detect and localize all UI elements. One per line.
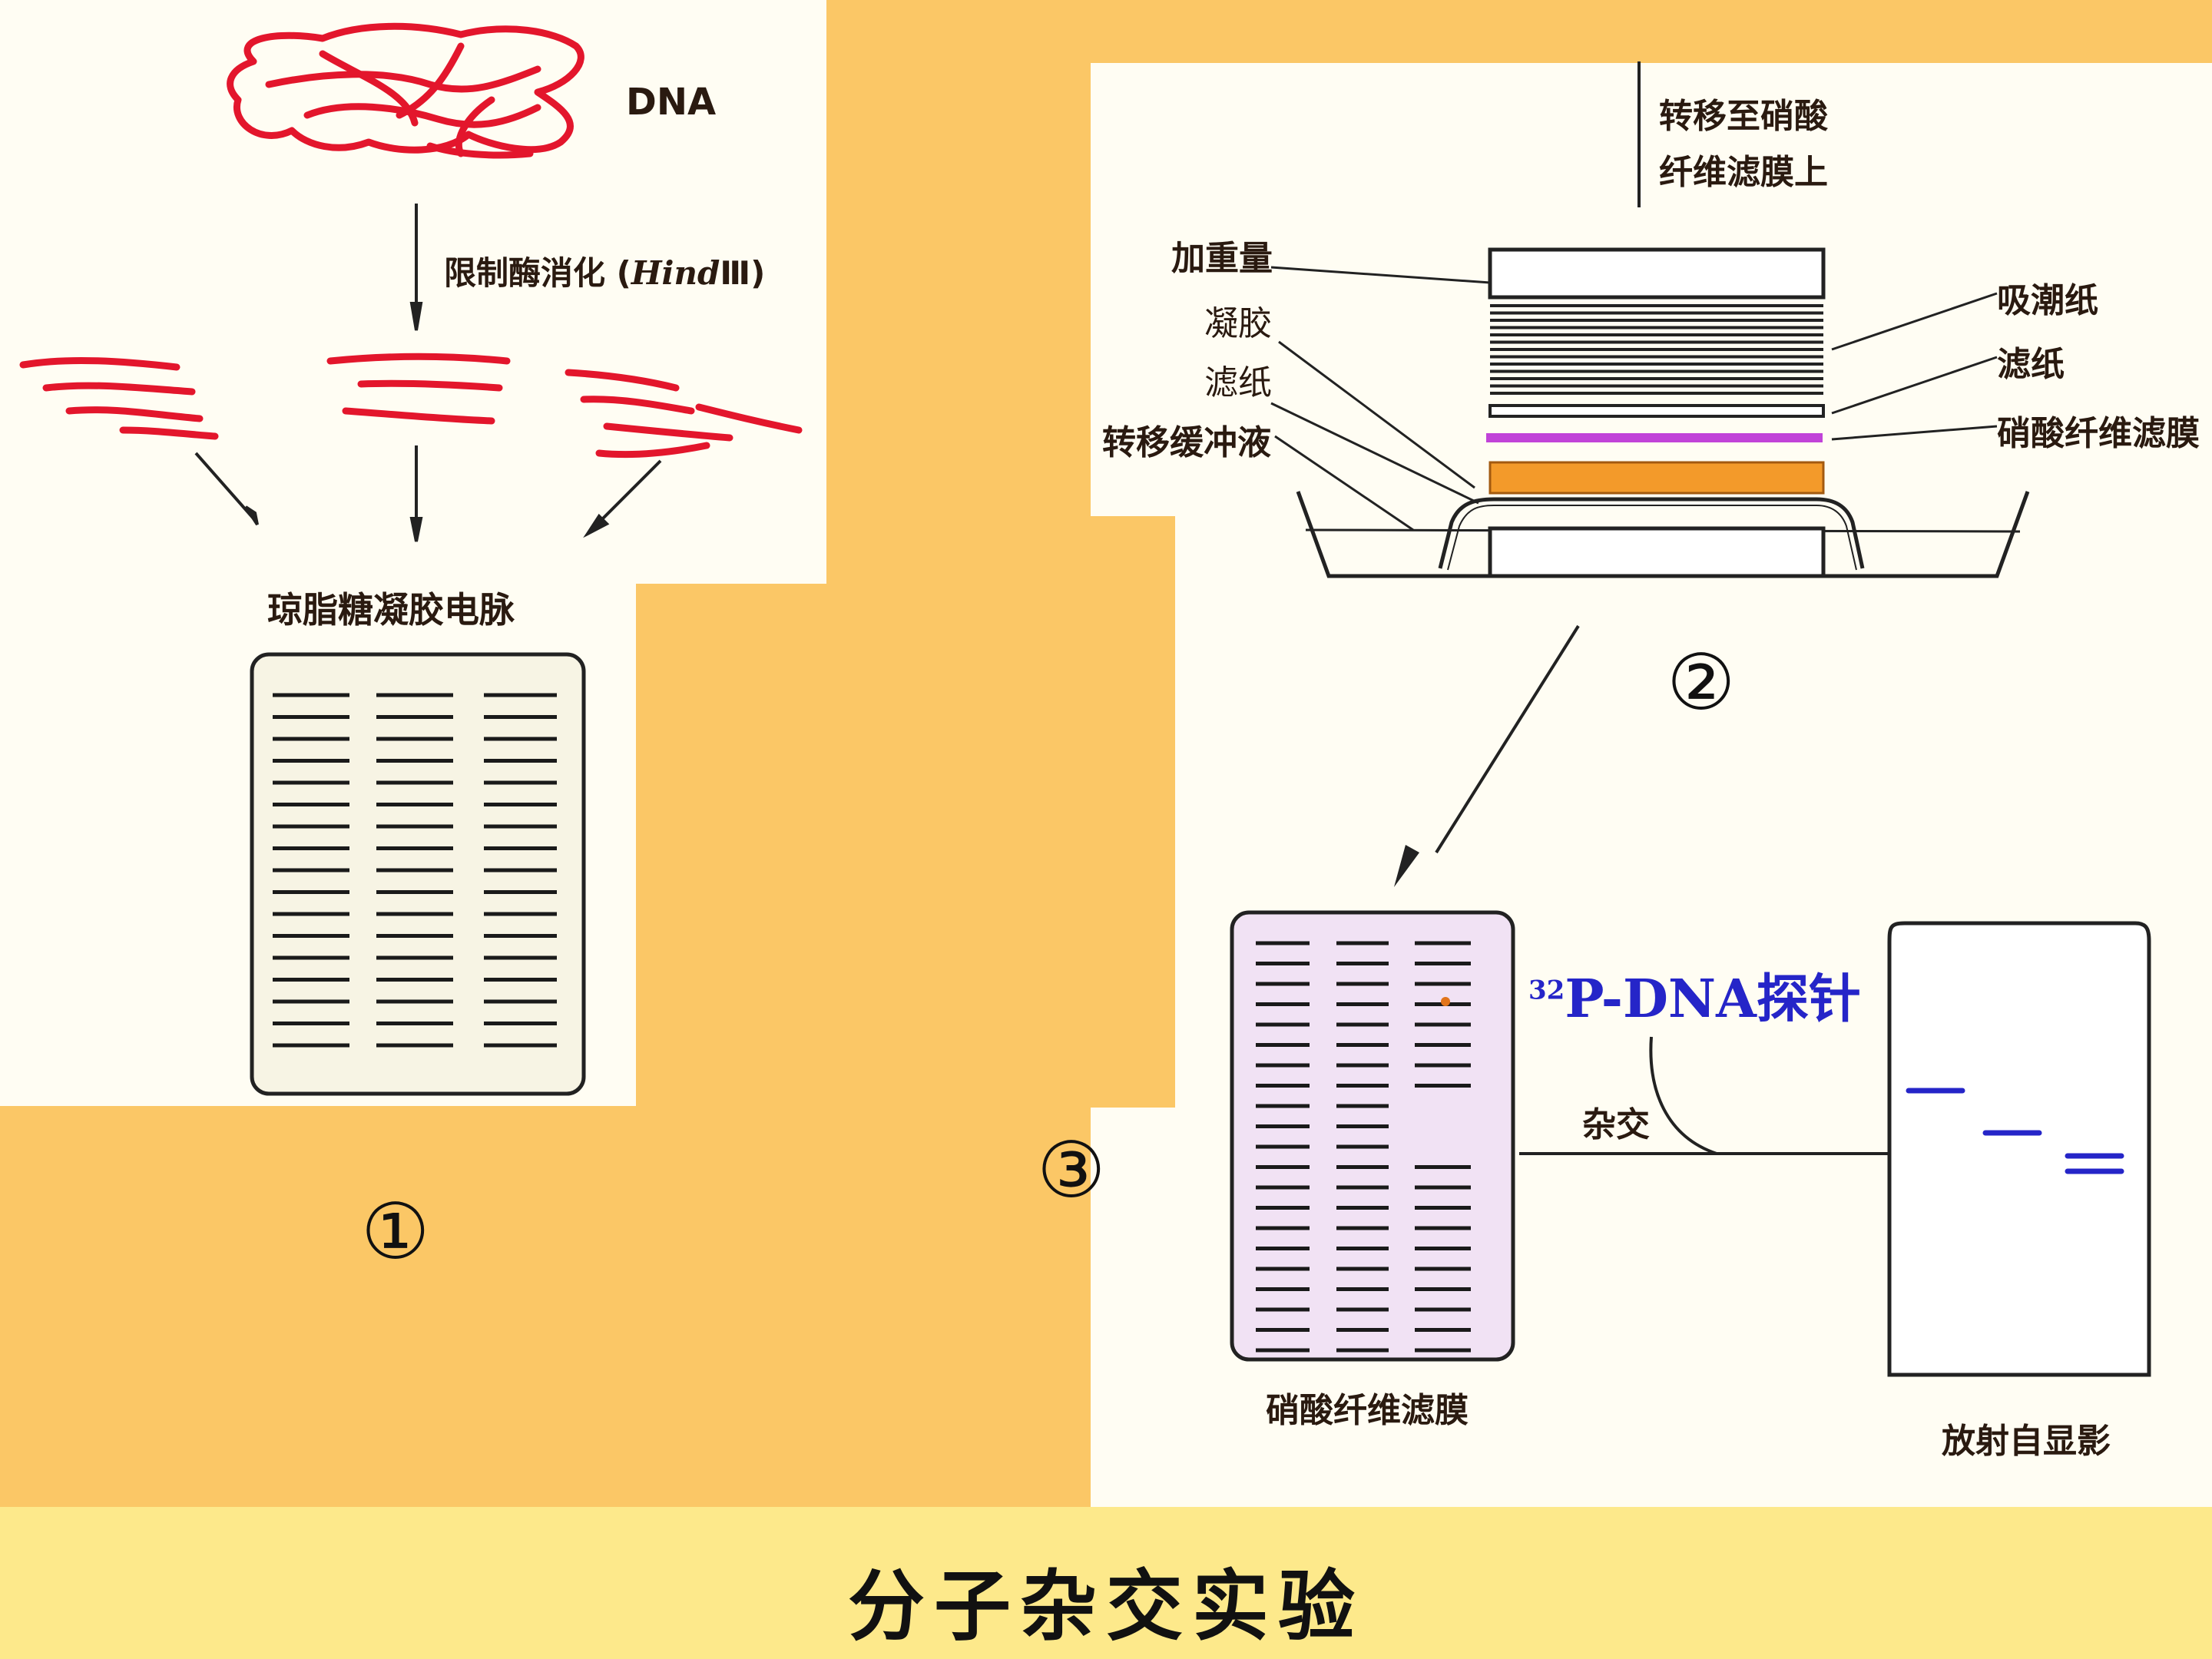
autorad-bands (1906, 1088, 2124, 1174)
paper-towels-label: 吸潮纸 (1997, 281, 2098, 320)
weight-label: 加重量 (1171, 239, 1273, 278)
title-bar (0, 1507, 2212, 1659)
filter-label-left: 滤纸 (1204, 363, 1272, 402)
leader-lines-right (1831, 292, 1998, 441)
hybridize-label: 杂交 (1582, 1105, 1650, 1144)
transfer-label-line1: 转移至硝酸 (1659, 97, 1828, 136)
agarose-gel-label: 琼脂糖凝胶电脉 (267, 589, 515, 631)
transfer-label-line2: 纤维滤膜上 (1659, 153, 1828, 192)
gel-plate (250, 652, 586, 1096)
digest-label: 限制酶消化 (HindⅢ) (444, 247, 765, 294)
step2-graphics (1270, 61, 2030, 854)
digest-label-prefix: 限制酶消化 ( (444, 254, 631, 292)
left-panel-top (0, 0, 826, 584)
filter-paper-top (1488, 404, 1825, 418)
wick-paper (1438, 497, 1865, 569)
nitrocellulose-membrane-blot (1230, 910, 1515, 1362)
step2-number: ② (1667, 637, 1736, 727)
gel-label: 凝胶 (1204, 304, 1272, 343)
dna-fragments (19, 353, 803, 459)
step1-graphics (19, 22, 803, 1096)
step3-number: ③ (1037, 1125, 1106, 1215)
page-title: 分子杂交实验 (848, 1561, 1364, 1651)
digest-enzyme: Hind (631, 254, 720, 292)
arrows-to-gel (194, 445, 662, 542)
membrane-label-step2: 硝酸纤维滤膜 (1997, 414, 2200, 453)
membrane-spot (1441, 997, 1450, 1006)
digest-label-suffix: ) (750, 254, 766, 292)
step3-graphics (1230, 910, 2151, 1377)
gel-slab (1488, 461, 1825, 495)
arrow-to-membrane (1435, 624, 1580, 854)
dna-tangle (227, 22, 584, 159)
support-block (1488, 526, 1826, 578)
probe-label-sup: 32 (1528, 975, 1565, 1006)
buffer-label: 转移缓冲液 (1102, 423, 1271, 462)
step1-number: ① (361, 1187, 430, 1277)
probe-label: 32P-DNA探针 (1528, 956, 1861, 1032)
digest-enzyme-numeral: Ⅲ (720, 254, 751, 292)
arrow-digest (409, 204, 423, 331)
weight-block (1488, 247, 1826, 300)
dna-label: DNA (626, 81, 717, 124)
paper-towel-stack (1490, 304, 1823, 395)
leader-lines-left (1270, 266, 1491, 531)
arrow-head-step3 (1394, 845, 1419, 887)
probe-label-text: P-DNA探针 (1565, 969, 1861, 1030)
probe-curve (1649, 1036, 1717, 1155)
filter-label-right: 滤纸 (1997, 345, 2065, 384)
nitrocellulose-membrane (1486, 433, 1823, 442)
autoradiograph-film (1887, 921, 2151, 1377)
autoradiograph-label: 放射自显影 (1942, 1422, 2111, 1461)
membrane-label-step3: 硝酸纤维滤膜 (1266, 1391, 1469, 1430)
